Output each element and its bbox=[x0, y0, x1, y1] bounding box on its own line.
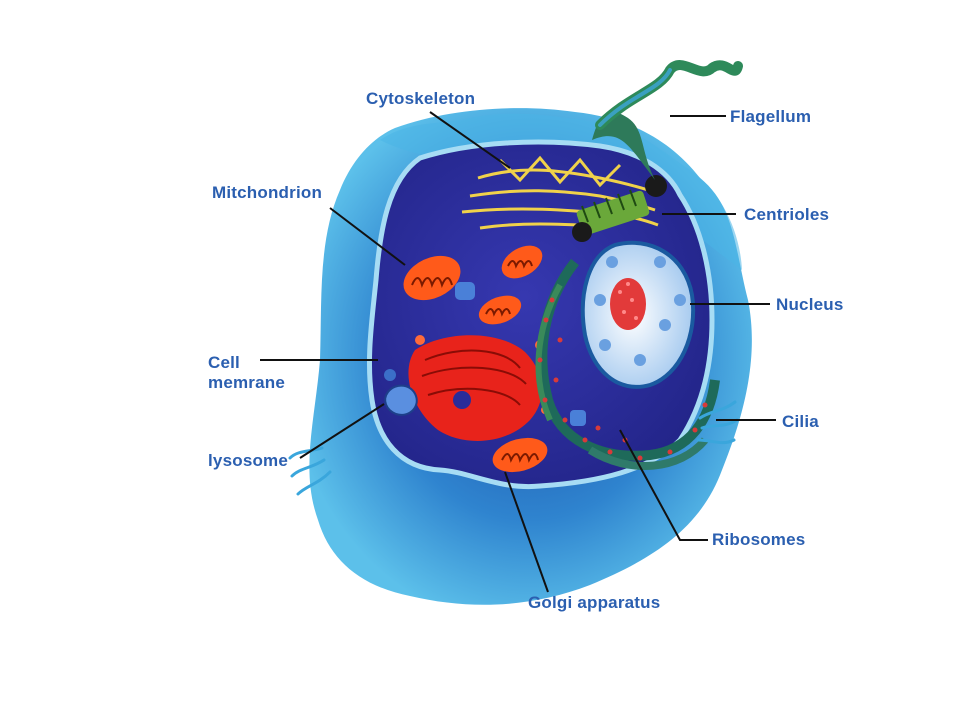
label-cell-membrane-line1: Cell bbox=[208, 353, 240, 372]
chromatin bbox=[618, 282, 638, 320]
label-centrioles: Centrioles bbox=[744, 205, 829, 224]
vesicle bbox=[455, 282, 475, 300]
label-cilia: Cilia bbox=[782, 412, 819, 431]
mitochondrion-1-cristae bbox=[411, 277, 453, 288]
label-cell-membrane-line2: memrane bbox=[208, 373, 285, 392]
lysosome-body bbox=[384, 384, 418, 416]
mitochondrion-4-cristae bbox=[501, 453, 539, 463]
mitochondrion-2-cristae bbox=[507, 260, 533, 269]
flagellum bbox=[592, 111, 655, 180]
flagellum-highlight bbox=[598, 68, 672, 127]
label-ribosomes: Ribosomes bbox=[712, 530, 805, 549]
label-nucleus: Nucleus bbox=[776, 295, 844, 314]
label-cytoskeleton: Cytoskeleton bbox=[366, 89, 475, 108]
leader-lines bbox=[260, 111, 776, 593]
ribosome-dots bbox=[537, 297, 708, 461]
mitochondrion-1 bbox=[403, 255, 461, 301]
vesicle bbox=[570, 410, 586, 426]
cilia bbox=[288, 400, 739, 496]
label-golgi-apparatus: Golgi apparatus bbox=[528, 593, 660, 612]
mitochondrion-4 bbox=[492, 437, 548, 473]
label-lysosome: lysosome bbox=[208, 451, 288, 470]
lysosome-vesicle bbox=[384, 369, 396, 381]
label-flagellum: Flagellum bbox=[730, 107, 811, 126]
nuclear-pores bbox=[594, 256, 686, 366]
mitochondrion-3-cristae bbox=[485, 308, 511, 317]
label-mitochondrion: Mitchondrion bbox=[212, 183, 322, 202]
mitochondria bbox=[403, 245, 548, 473]
centrioles bbox=[572, 175, 667, 242]
